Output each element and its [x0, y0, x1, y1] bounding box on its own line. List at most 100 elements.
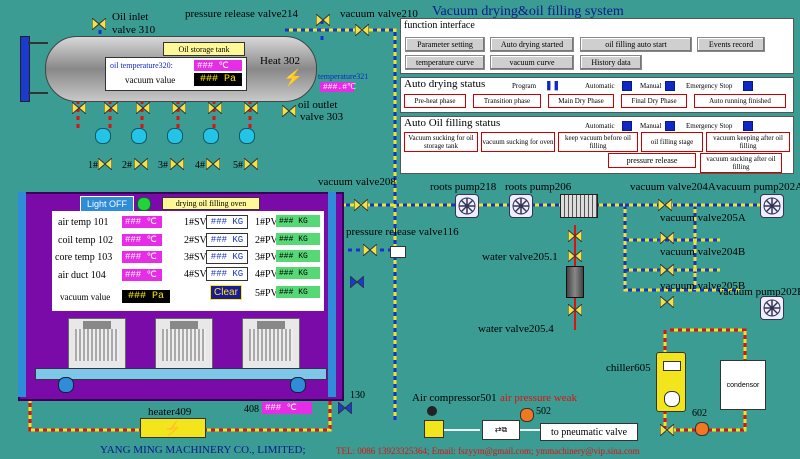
events-record-button[interactable]: Events record — [697, 37, 765, 52]
chiller-valve-icon[interactable] — [660, 424, 674, 436]
sv-1-label: 1# — [88, 160, 98, 171]
heater-temp-408-label: 408 — [244, 404, 259, 415]
vacuum-pump-202a-icon[interactable] — [760, 194, 784, 218]
roots-pump-218-icon[interactable] — [455, 194, 479, 218]
oil-filling-auto-start-button[interactable]: oil filling auto start — [580, 37, 692, 52]
oil-inlet-valve-icon[interactable] — [92, 18, 106, 30]
water-valve-205-4-label: water valve205.4 — [478, 323, 554, 335]
flow-meter-4-icon — [203, 128, 219, 144]
tank-outlet-valve-5-icon[interactable] — [208, 102, 222, 114]
tank-outlet-valves — [72, 100, 272, 130]
drying-estop-indicator — [743, 81, 753, 91]
air-filter-icon: ⇄⧉ — [482, 420, 520, 440]
pressure-release-valve-116-icon[interactable] — [363, 244, 377, 256]
vacuum-valve-205b-label: vacuum valve205B — [660, 280, 746, 292]
sv-4-valve-icon[interactable] — [206, 158, 220, 170]
roots-pump-206-icon[interactable] — [509, 194, 533, 218]
cart-wheel-right — [290, 377, 306, 393]
drying-automatic-indicator — [622, 81, 632, 91]
air-pressure-weak-alarm: air pressure weak — [500, 392, 577, 404]
oil-estop-indicator — [743, 121, 753, 131]
air-duct-label: air duct 104 — [58, 270, 106, 281]
oil-step-oven-vacuum: vacuum sucking for oven — [481, 132, 555, 152]
vacuum-valve-204b-label: vacuum valve204B — [660, 246, 746, 258]
valve-130-icon[interactable] — [338, 402, 352, 414]
oil-outlet-valve-icon[interactable] — [282, 105, 296, 117]
vacuum-valve-204a-icon[interactable] — [658, 199, 672, 211]
heat-302-label: Heat 302 — [260, 55, 301, 67]
level-gauge — [20, 36, 30, 102]
heater-bolt-icon: ⚡ — [283, 70, 303, 87]
oven-door-left — [18, 192, 26, 397]
vacuum-valve-208-icon[interactable] — [354, 199, 368, 211]
vacuum-valve-204b-icon[interactable] — [660, 264, 674, 276]
history-data-button[interactable]: History data — [580, 55, 642, 70]
water-trap-cylinder — [566, 266, 584, 298]
tank-outlet-valve-6-icon[interactable] — [244, 102, 258, 114]
sv-1-weight-input[interactable]: ### KG — [206, 215, 248, 229]
air-compressor-icon[interactable] — [424, 420, 444, 438]
sv-3-weight-input[interactable]: ### KG — [206, 250, 248, 264]
pressure-release-valve-116-label: pressure release valve116 — [346, 226, 459, 238]
vacuum-valve-205a-label: vacuum valve205A — [660, 212, 746, 224]
clear-button[interactable]: Clear — [210, 285, 242, 300]
vacuum-pump-202b-icon[interactable] — [760, 296, 784, 320]
sv-1-valve-icon[interactable] — [98, 158, 112, 170]
vacuum-curve-button[interactable]: vacuum curve — [490, 55, 574, 70]
flow-meter-5-icon — [239, 128, 255, 144]
sv-3-valve-icon[interactable] — [170, 158, 184, 170]
vacuum-valve-205b-icon[interactable] — [660, 296, 674, 308]
pv-2-weight-label: 2#PV — [255, 235, 278, 246]
air-temp-label: air temp 101 — [58, 217, 109, 228]
oil-mode-automatic-label: Automatic — [585, 122, 615, 130]
tank-outlet-valve-3-icon[interactable] — [136, 102, 150, 114]
flow-meter-row — [95, 128, 275, 188]
pv-2-weight-display: ### KG — [276, 233, 320, 245]
water-valve-205-1-icon[interactable] — [568, 250, 582, 262]
tank-outlet-valve-1-icon[interactable] — [72, 102, 86, 114]
air-temp-display: ### ℃ — [122, 216, 162, 228]
gauge-connector-top — [28, 42, 48, 44]
blue-valve-icon[interactable] — [350, 276, 364, 288]
pressure-release-valve-214-icon[interactable] — [316, 14, 330, 26]
oven-cart — [35, 368, 327, 380]
muffler — [390, 246, 406, 258]
oil-outlet-label: oil outlet — [298, 99, 338, 111]
sv-2-weight-input[interactable]: ### KG — [206, 233, 248, 247]
oil-inlet-label: Oil inlet — [112, 11, 149, 23]
gauge-502-label: 502 — [536, 406, 551, 417]
pv-3-weight-display: ### KG — [276, 250, 320, 262]
to-pneumatic-valve-box: to pneumatic valve — [540, 423, 638, 441]
light-off-button[interactable]: Light OFF — [80, 196, 134, 212]
water-valve-205-2-icon[interactable] — [568, 230, 582, 242]
transformer-1 — [68, 318, 126, 370]
tank-temp-display: ### ℃ — [194, 60, 242, 71]
sv-2-valve-icon[interactable] — [134, 158, 148, 170]
vacuum-valve-210-icon[interactable] — [355, 24, 369, 36]
oven-door-right — [328, 192, 336, 397]
roots-pump-206-label: roots pump206 — [505, 181, 572, 193]
air-pressure-gauge-502 — [520, 408, 534, 422]
flow-meter-2-icon — [131, 128, 147, 144]
temperature-curve-button[interactable]: temperature curve — [405, 55, 485, 70]
chiller-605-icon[interactable] — [656, 352, 686, 412]
oil-outlet-valve-number: valve 303 — [300, 111, 344, 123]
transformer-2 — [155, 318, 213, 370]
core-temp-label: core temp 103 — [55, 252, 113, 263]
program-pause-icon: ❚❚ — [545, 80, 561, 90]
oil-inlet-valve-number: valve 310 — [112, 24, 156, 36]
water-valve-205-1-label: water valve205.1 — [482, 251, 558, 263]
vacuum-valve-205a-icon[interactable] — [660, 232, 674, 244]
parameter-setting-button[interactable]: Parameter setting — [405, 37, 485, 52]
tank-outlet-valve-2-icon[interactable] — [104, 102, 118, 114]
pressure-release-valve-214-label: pressure release valve214 — [185, 8, 299, 20]
auto-drying-started-button[interactable]: Auto drying started — [490, 37, 574, 52]
transformer-3 — [242, 318, 300, 370]
sv-5-valve-icon[interactable] — [244, 158, 258, 170]
sv-4-weight-input[interactable]: ### KG — [206, 267, 248, 281]
water-valve-205-4-icon[interactable] — [568, 304, 582, 316]
tank-outlet-valve-4-icon[interactable] — [172, 102, 186, 114]
sv-3-weight-label: 3#SV — [184, 252, 207, 263]
company-name: YANG MING MACHINERY CO., LIMITED; — [100, 444, 306, 456]
pv-1-weight-label: 1#PV — [255, 217, 278, 228]
